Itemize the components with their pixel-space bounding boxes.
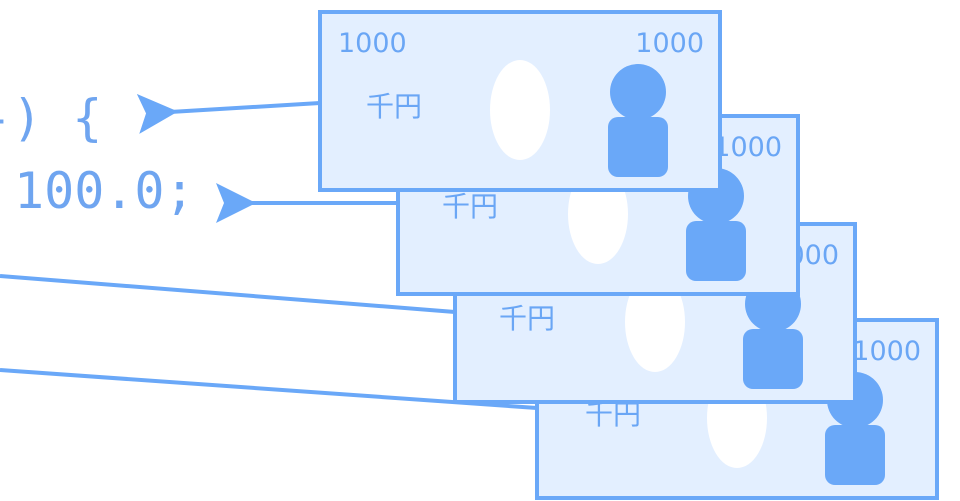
note-label: 千円 xyxy=(366,90,422,123)
arrow-1 xyxy=(136,93,321,134)
note-value-right: 1000 xyxy=(713,132,782,163)
note-label: 千円 xyxy=(499,302,555,335)
code-line-2: 100.0; xyxy=(14,162,195,220)
note-value-right: 1000 xyxy=(635,28,704,59)
code-line-1: -) { xyxy=(0,89,102,147)
note-label: 千円 xyxy=(442,190,498,223)
note-value-right: 1000 xyxy=(852,336,921,367)
connector-line-4 xyxy=(0,368,538,410)
note-value-left: 1000 xyxy=(338,28,407,59)
banknote-1: 1000 1000 千円 xyxy=(318,10,722,192)
connector-line-3 xyxy=(0,274,456,314)
